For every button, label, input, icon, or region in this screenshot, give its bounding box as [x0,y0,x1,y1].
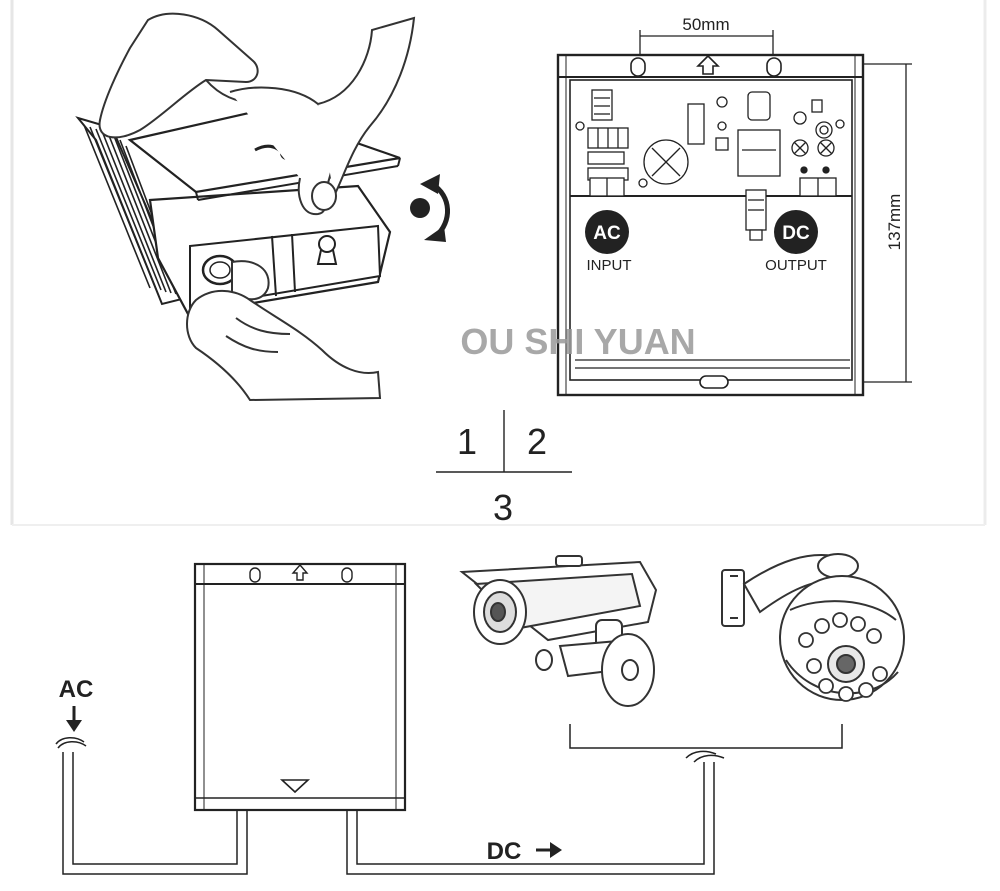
dc-cable [346,724,843,875]
step-number-3: 3 [493,487,513,528]
background-panels [10,0,987,526]
step-number-1: 1 [457,421,477,462]
rotate-arrow-icon [410,174,450,242]
arrow-right-icon [536,842,562,858]
ac-input-badge: AC INPUT [585,210,632,274]
upper-hands [98,12,416,216]
opened-box [148,184,392,316]
ac-wire-label: AC [59,676,94,703]
bullet-camera-icon [459,555,658,707]
dc-output-badge: DC OUTPUT [765,210,827,274]
arrow-up-icon [696,54,720,75]
circuit-board [575,89,845,241]
step-index: 1 2 3 [436,410,572,528]
ac-badge-text: AC [593,223,621,244]
height-dimension: 137mm [862,63,912,383]
step3-wiring-diagram: AC DC [55,553,905,875]
height-label: 137mm [885,194,904,251]
watermark: OU SHI YUAN [460,321,695,362]
step2-interior-view: 50mm [556,15,912,397]
step-number-2: 2 [527,421,547,462]
dc-wire-label: DC [487,838,522,865]
width-label: 50mm [682,15,729,34]
dc-output-caption: OUTPUT [765,257,827,274]
dome-camera-icon [721,553,905,702]
lifted-lid [127,108,401,201]
ac-input-caption: INPUT [587,257,632,274]
ac-cable [55,737,248,875]
arrow-down-icon [66,706,82,732]
step1-opening-illustration [75,12,450,402]
dc-badge-text: DC [782,223,810,244]
lower-hand [186,260,382,402]
arrow-down-icon [699,375,729,389]
closed-box [193,562,407,812]
arrow-down-icon [279,779,311,794]
arrow-up-icon [291,563,309,581]
